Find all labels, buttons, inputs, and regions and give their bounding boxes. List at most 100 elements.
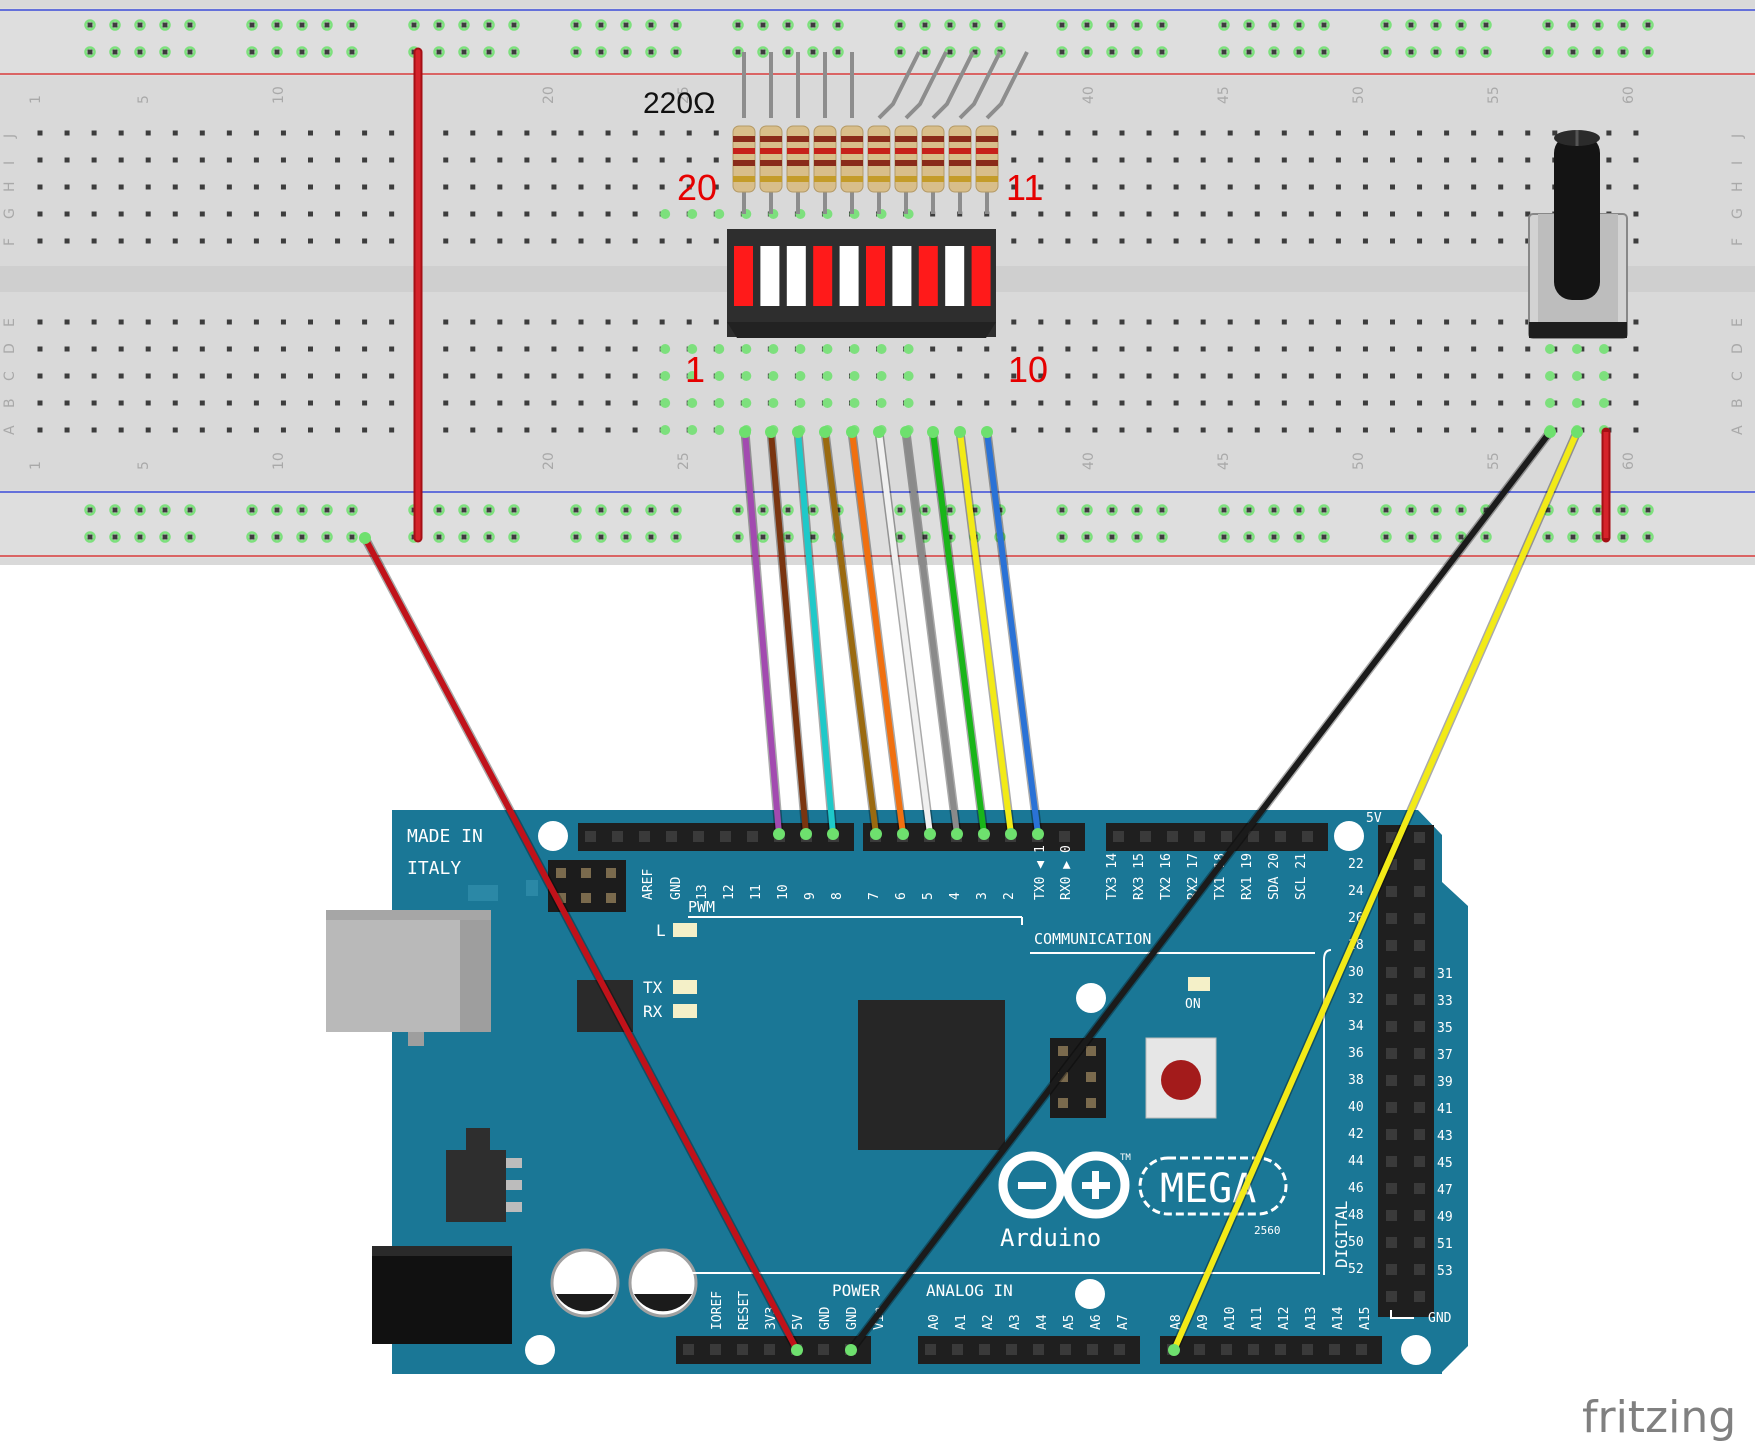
row-letter-label: A bbox=[1730, 425, 1746, 435]
row-letter-label: I bbox=[1730, 161, 1746, 165]
resistor bbox=[921, 125, 945, 193]
analog-signal-wire bbox=[1168, 426, 1583, 1356]
row-letter-label: H bbox=[2, 181, 18, 192]
pin-label: 10 bbox=[776, 884, 791, 900]
pin-label: TX0 ◀ 1 bbox=[1033, 845, 1048, 900]
analog-in-label: ANALOG IN bbox=[926, 1281, 1013, 1300]
row-letter-label: G bbox=[1730, 208, 1746, 219]
gnd-bottom-label: GND bbox=[1428, 1311, 1452, 1326]
led-segment bbox=[945, 246, 965, 306]
row-letter-label: J bbox=[1730, 134, 1746, 139]
5v-wire bbox=[359, 532, 803, 1356]
pin-label: 53 bbox=[1437, 1264, 1453, 1279]
row-letter-label: H bbox=[1730, 181, 1746, 192]
column-number-label: 60 bbox=[1621, 452, 1637, 470]
pin-label: 46 bbox=[1348, 1181, 1364, 1196]
pin-label: RX3 15 bbox=[1132, 853, 1147, 900]
led-signal-wire bbox=[900, 426, 963, 840]
pin-label: 32 bbox=[1348, 992, 1364, 1007]
resistor bbox=[732, 125, 756, 193]
pin-label: 52 bbox=[1348, 1262, 1364, 1277]
pin-label: 43 bbox=[1437, 1129, 1453, 1144]
column-number-label: 1 bbox=[28, 95, 44, 104]
row-label-20: 20 bbox=[677, 167, 717, 208]
resistor-lead bbox=[958, 51, 1002, 120]
pin-label: AREF bbox=[641, 869, 656, 900]
column-number-label: 55 bbox=[1486, 86, 1502, 104]
pin-label: 47 bbox=[1437, 1183, 1453, 1198]
pin-label: 34 bbox=[1348, 1019, 1364, 1034]
column-number-label: 5 bbox=[136, 95, 152, 104]
row-label-1: 1 bbox=[685, 349, 705, 390]
pin-label: 33 bbox=[1437, 994, 1453, 1009]
column-number-label: 45 bbox=[1216, 452, 1232, 470]
pin-label: 51 bbox=[1437, 1237, 1453, 1252]
column-number-label: 5 bbox=[136, 461, 152, 470]
row-letter-label: E bbox=[2, 318, 18, 327]
led-signal-wire bbox=[873, 426, 936, 840]
column-number-label: 60 bbox=[1621, 86, 1637, 104]
pin-label: 9 bbox=[803, 892, 818, 900]
gnd-wire bbox=[845, 426, 1556, 1356]
row-letter-label: D bbox=[2, 343, 18, 354]
pin-label: A3 bbox=[1008, 1314, 1023, 1330]
arduino-mega-board: MADE IN ITALY PWM COMMUNICATION POWER AN… bbox=[326, 810, 1468, 1374]
reset-button[interactable] bbox=[1145, 1037, 1217, 1119]
pin-label: 37 bbox=[1437, 1048, 1453, 1063]
led-segment bbox=[813, 246, 833, 306]
column-number-label: 50 bbox=[1351, 86, 1367, 104]
row-label-11: 11 bbox=[1006, 167, 1043, 208]
resistor bbox=[813, 125, 837, 193]
led-signal-wire bbox=[792, 426, 839, 840]
row-letter-label: F bbox=[1730, 238, 1746, 246]
pwm-label: PWM bbox=[688, 898, 715, 916]
pin-label: A1 bbox=[954, 1314, 969, 1330]
pin-label: RX0 ▶ 0 bbox=[1059, 845, 1074, 900]
pin-label: 5V bbox=[791, 1314, 806, 1330]
led-segment bbox=[786, 246, 806, 306]
pin-label: 13 bbox=[695, 884, 710, 900]
pin-label: 40 bbox=[1348, 1100, 1364, 1115]
pin-header bbox=[1106, 823, 1328, 851]
brand-label: Arduino bbox=[1000, 1224, 1101, 1252]
column-number-label: 45 bbox=[1216, 86, 1232, 104]
row-label-10: 10 bbox=[1008, 349, 1048, 390]
resistor-lead bbox=[877, 51, 921, 120]
pin-label: A14 bbox=[1331, 1306, 1346, 1330]
resistor bbox=[840, 125, 864, 193]
pin-label: 3 bbox=[975, 892, 990, 900]
column-number-label: 25 bbox=[676, 452, 692, 470]
italy-label: ITALY bbox=[407, 858, 461, 879]
pin-label: TX3 14 bbox=[1105, 853, 1120, 900]
arduino-logo-icon bbox=[998, 1151, 1130, 1219]
pin-label: GND bbox=[845, 1306, 860, 1330]
row-letter-label: B bbox=[1730, 398, 1746, 408]
made-in-label: MADE IN bbox=[407, 826, 483, 847]
resistor bbox=[975, 125, 999, 193]
column-number-label: 20 bbox=[541, 452, 557, 470]
led-signal-wire bbox=[981, 426, 1044, 840]
pin-label: 49 bbox=[1437, 1210, 1453, 1225]
pin-label: A15 bbox=[1358, 1307, 1373, 1330]
row-letter-label: G bbox=[2, 208, 18, 219]
pin-label: 12 bbox=[722, 884, 737, 900]
row-letter-label: J bbox=[2, 134, 18, 139]
fritzing-watermark: fritzing bbox=[1582, 1392, 1736, 1443]
pin-label: 6 bbox=[894, 892, 909, 900]
pin-label: 45 bbox=[1437, 1156, 1453, 1171]
column-number-label: 10 bbox=[271, 86, 287, 104]
resistor-lead bbox=[985, 51, 1029, 120]
column-number-label: 20 bbox=[541, 86, 557, 104]
row-letter-label: C bbox=[2, 371, 18, 381]
row-letter-label: E bbox=[1730, 318, 1746, 327]
pin-label: 5 bbox=[921, 892, 936, 900]
resistor-lead bbox=[904, 51, 948, 120]
pin-label: A4 bbox=[1035, 1314, 1050, 1330]
on-label: ON bbox=[1185, 997, 1201, 1012]
pin-label: 44 bbox=[1348, 1154, 1364, 1169]
column-number-label: 1 bbox=[28, 461, 44, 470]
column-number-label: 25 bbox=[676, 86, 692, 104]
wires bbox=[359, 426, 1583, 1356]
pin-label: TX2 16 bbox=[1159, 853, 1174, 900]
